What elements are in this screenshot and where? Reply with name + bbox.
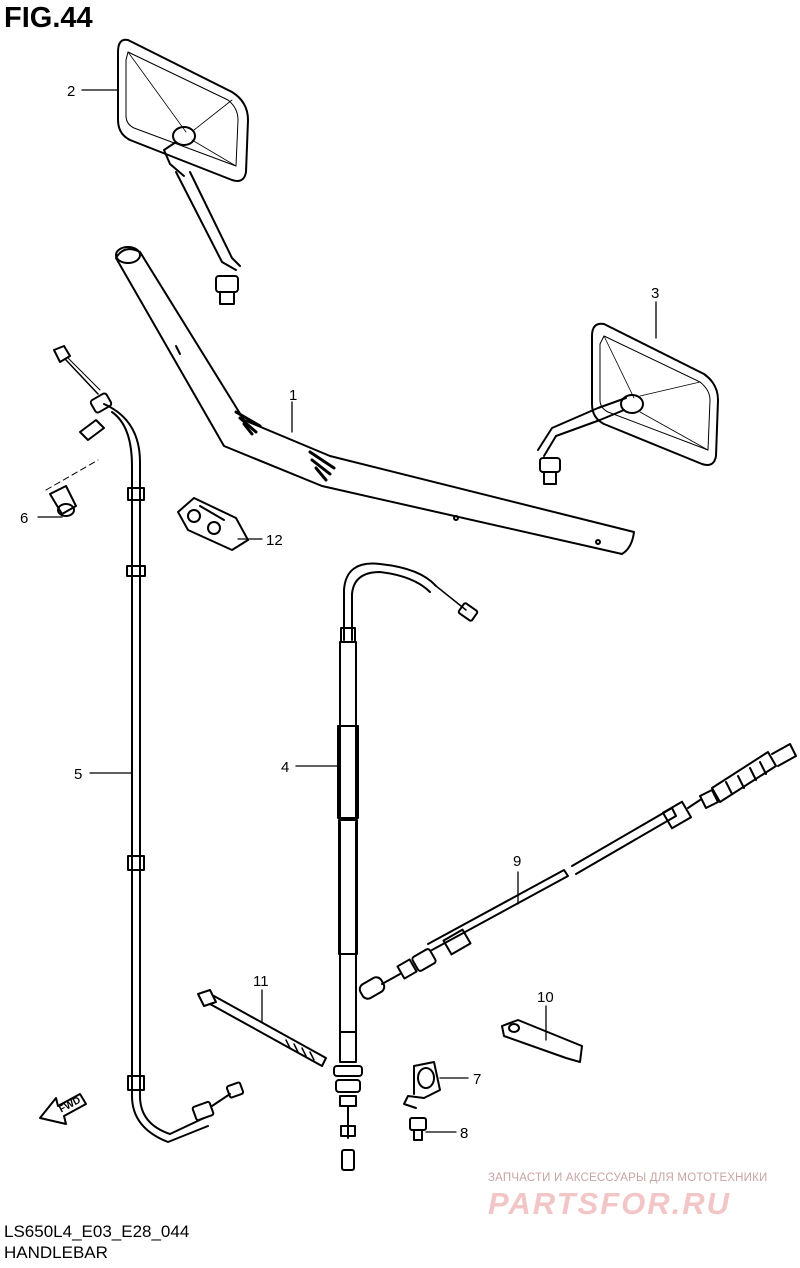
callout-8: 8 [460, 1125, 468, 1142]
part-6-screw [45, 459, 99, 517]
callout-7: 7 [473, 1071, 481, 1088]
callout-11: 11 [253, 973, 269, 990]
callout-4: 4 [281, 759, 289, 776]
part-9-cable [358, 743, 797, 1000]
part-5-throttle-cable [53, 345, 245, 1143]
part-12-clip [177, 497, 249, 551]
callout-9: 9 [513, 853, 521, 870]
callout-6: 6 [20, 510, 28, 527]
figure-code: LS650L4_E03_E28_044 [4, 1222, 190, 1241]
part-11-cable-tie [197, 989, 327, 1067]
part-1-handlebar [115, 246, 635, 555]
figure-title: FIG.44 [4, 2, 93, 34]
fwd-arrow-icon: FWD [39, 1093, 87, 1125]
part-2-left-mirror [117, 38, 249, 305]
callout-5: 5 [74, 766, 82, 783]
part-4-cable [333, 562, 479, 1171]
watermark-brand: PARTSFOR.RU [488, 1186, 732, 1221]
callout-leaders [37, 89, 657, 1133]
part-7-clamp [403, 1061, 441, 1109]
callout-2: 2 [67, 83, 75, 100]
callout-12: 12 [266, 532, 283, 549]
part-8-bolt [409, 1117, 427, 1141]
figure-caption: HANDLEBAR [4, 1243, 108, 1262]
part-3-right-mirror [537, 322, 719, 485]
part-10-bracket [501, 1019, 583, 1063]
watermark-tagline: ЗАПЧАСТИ И АКСЕССУАРЫ ДЛЯ МОТОТЕХНИКИ [488, 1172, 768, 1184]
callout-3: 3 [651, 285, 659, 302]
callout-1: 1 [289, 387, 297, 404]
callout-10: 10 [537, 989, 554, 1006]
